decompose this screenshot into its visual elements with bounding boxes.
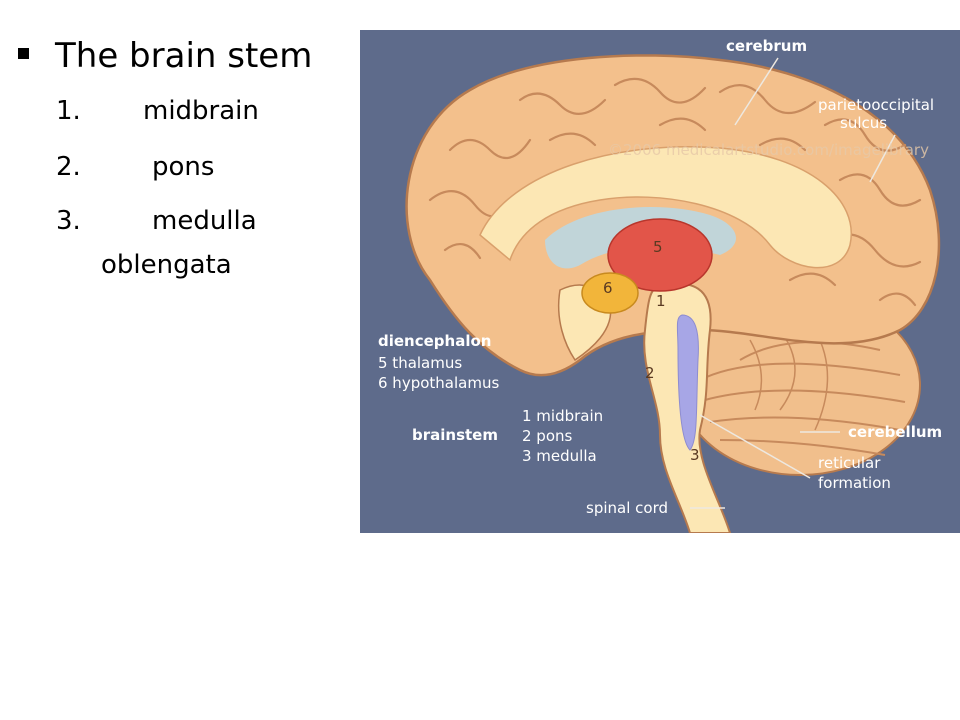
item-text: pons: [152, 152, 215, 182]
heading-text: The brain stem: [55, 36, 313, 76]
label-bs-pons: 2 pons: [522, 427, 573, 445]
bullet-square-icon: [18, 48, 29, 59]
item-number: 1.: [56, 96, 81, 126]
marker-6: 6: [603, 279, 613, 297]
list-item-medulla: 3. medulla: [56, 206, 257, 236]
label-formation: formation: [818, 474, 891, 492]
label-bs-midbrain: 1 midbrain: [522, 407, 603, 425]
brainstem-shape: [557, 282, 732, 533]
label-reticular: reticular: [818, 454, 881, 472]
brain-diagram: ©2006 medicalartstudio.com/imagelibrary …: [360, 30, 960, 533]
brain-diagram-svg: ©2006 medicalartstudio.com/imagelibrary …: [360, 30, 960, 533]
item-text: midbrain: [143, 96, 259, 126]
item-text: medulla: [152, 206, 257, 236]
item-number: 3.: [56, 206, 81, 236]
list-item-pons: 2. pons: [56, 152, 214, 182]
label-cerebrum: cerebrum: [726, 37, 807, 55]
label-hypothalamus: 6 hypothalamus: [378, 374, 499, 392]
hypothalamus-shape: [581, 272, 639, 314]
reticular-formation-shape: [676, 314, 699, 451]
marker-2: 2: [645, 364, 655, 382]
list-item-medulla-cont: oblengata: [101, 250, 232, 280]
leader-lines: [690, 57, 896, 509]
label-parietooccipital: parietooccipital: [818, 96, 934, 114]
thalamus-shape: [607, 218, 713, 292]
marker-3: 3: [690, 446, 700, 464]
marker-1: 1: [656, 292, 666, 310]
item-number: 2.: [56, 152, 81, 182]
label-bs-medulla: 3 medulla: [522, 447, 597, 465]
label-brainstem: brainstem: [412, 426, 498, 444]
label-spinal-cord: spinal cord: [586, 499, 668, 517]
label-thalamus: 5 thalamus: [378, 354, 462, 372]
watermark: ©2006 medicalartstudio.com/imagelibrary: [608, 141, 929, 159]
slide-heading: The brain stem: [18, 36, 312, 76]
label-cerebellum: cerebellum: [848, 423, 942, 441]
label-sulcus: sulcus: [840, 114, 887, 132]
marker-5: 5: [653, 238, 663, 256]
label-diencephalon: diencephalon: [378, 332, 491, 350]
list-item-midbrain: 1. midbrain: [56, 96, 259, 126]
